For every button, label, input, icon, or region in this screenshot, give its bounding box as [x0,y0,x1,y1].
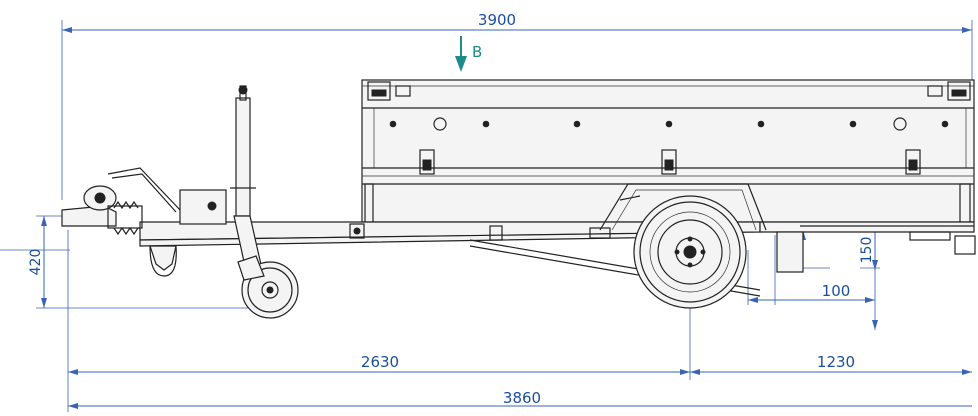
svg-text:B: B [472,43,482,61]
dim-total-length: 3860 [503,389,541,407]
dim-rear-height: 150 [859,237,875,264]
chassis-frame [139,221,976,297]
dim-coupling-height: 420 [28,249,44,276]
view-arrow-b: B [455,36,482,72]
dim-rear-offset: 100 [822,282,851,300]
dimension-lines [0,20,973,412]
dim-overall-length: 3900 [478,11,516,29]
wheel [633,195,747,309]
wheel-fender [599,183,767,231]
coupling-head [61,167,227,277]
cargo-box [361,79,975,225]
dim-axle-to-rear: 1230 [817,353,855,371]
jockey-wheel [230,85,299,319]
dim-drawbar-to-axle: 2630 [361,353,399,371]
